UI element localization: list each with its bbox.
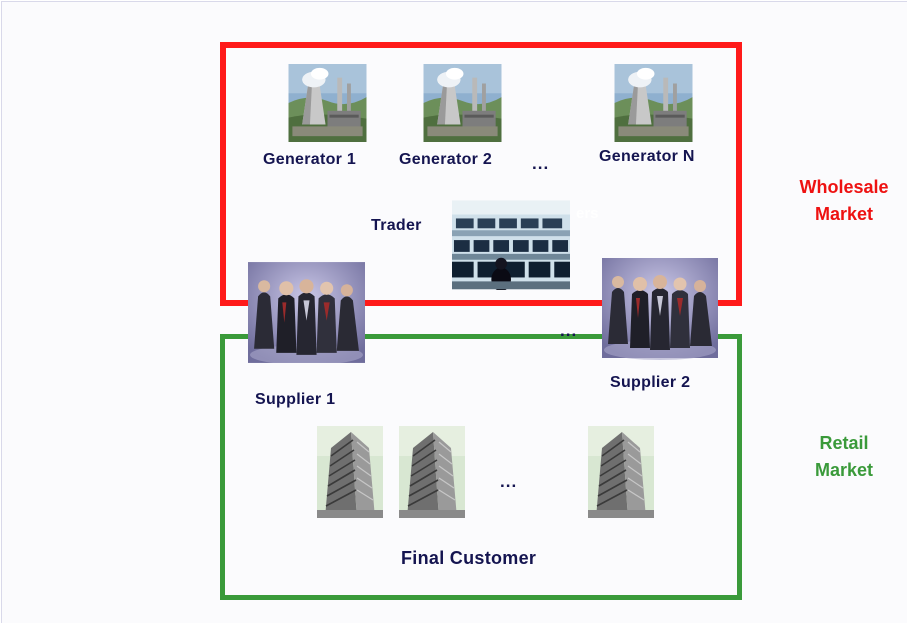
customers-ellipsis: ... <box>500 472 518 491</box>
supplier-2-image <box>602 253 718 363</box>
trader-image <box>452 200 570 290</box>
customer-n-image <box>588 426 654 518</box>
wholesale-market-label: Wholesale Market <box>774 174 907 228</box>
customer-2-image <box>399 426 465 518</box>
generator-2-image <box>423 64 502 142</box>
customer-1-image <box>317 426 383 518</box>
generator-n-image <box>614 64 693 142</box>
trader-overlay-text: ers <box>576 205 599 222</box>
retail-market-line2: Market <box>814 460 874 480</box>
retail-market-label: Retail Market <box>774 430 907 484</box>
wholesale-market-box <box>220 42 742 306</box>
generators-ellipsis: ... <box>532 154 550 173</box>
supplier-2-label: Supplier 2 <box>610 374 691 391</box>
generator-1-image <box>288 64 367 142</box>
retail-market-box <box>220 334 742 600</box>
generator-n-label: Generator N <box>599 148 695 165</box>
final-customer-label: Final Customer <box>401 548 537 568</box>
trader-label: Trader <box>371 217 422 234</box>
supplier-1-label: Supplier 1 <box>255 391 336 408</box>
wholesale-market-line2: Market <box>814 204 874 224</box>
retail-market-line1: Retail <box>819 433 869 453</box>
suppliers-ellipsis: ... <box>560 321 578 340</box>
generator-1-label: Generator 1 <box>263 151 357 168</box>
wholesale-market-line1: Wholesale <box>799 177 889 197</box>
generator-2-label: Generator 2 <box>399 151 493 168</box>
supplier-1-image <box>248 262 365 363</box>
